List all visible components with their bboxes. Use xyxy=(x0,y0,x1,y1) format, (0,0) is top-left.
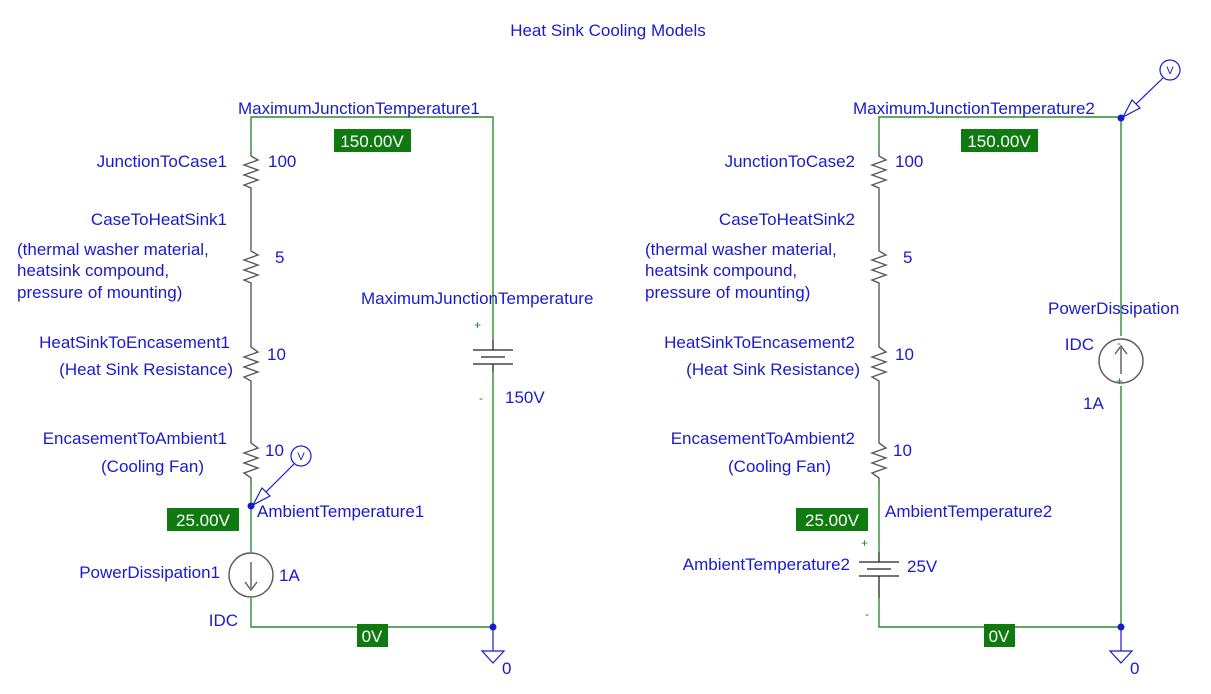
source-name-2: PowerDissipation xyxy=(1048,299,1179,318)
r3-name-1: HeatSinkToEncasement1 xyxy=(39,333,230,352)
probe-stem-2 xyxy=(1135,77,1164,105)
wire-top-2 xyxy=(878,116,1122,336)
r4-value-2: 10 xyxy=(893,441,912,460)
current-source-2 xyxy=(1098,338,1144,384)
source-value-2: 1A xyxy=(1083,394,1104,413)
r4-name-1: EncasementToAmbient1 xyxy=(43,429,227,448)
ambient-voltage-text-2: 25.00V xyxy=(805,511,860,530)
top-voltage-tag-2 xyxy=(961,129,1038,152)
ambient-node-label-2: AmbientTemperature2 xyxy=(885,502,1052,521)
down-arrow-icon xyxy=(244,581,258,592)
circuit-2: JunctionToCase2 100 CaseToHeatSink2 (the… xyxy=(645,59,1181,678)
source-plus-2: - xyxy=(1117,336,1121,350)
r4-note-1: (Cooling Fan) xyxy=(101,457,204,476)
resistor-encasement-to-ambient-1 xyxy=(241,438,261,485)
r2-note-line-1-2: (thermal washer material, xyxy=(645,240,837,259)
battery-name-1: MaximumJunctionTemperature xyxy=(361,289,593,308)
r3-note-1: (Heat Sink Resistance) xyxy=(59,360,233,379)
r2-note-line-2-2: heatsink compound, xyxy=(645,261,797,280)
source-name-1: PowerDissipation1 xyxy=(79,563,220,582)
bottom-voltage-tag-1 xyxy=(357,624,388,647)
r2-note-line-3: pressure of mounting) xyxy=(17,283,182,302)
wire-top-1 xyxy=(250,116,494,340)
probe-circle-1 xyxy=(290,445,312,467)
r3-name-2: HeatSinkToEncasement2 xyxy=(664,333,855,352)
ambient-voltage-tag-1 xyxy=(167,508,239,531)
probe-stem-1 xyxy=(265,463,295,493)
probe-tip-2 xyxy=(1121,99,1141,119)
r2-note-line-3-2: pressure of mounting) xyxy=(645,283,810,302)
up-arrow-icon xyxy=(1114,344,1128,355)
top-voltage-tag-1 xyxy=(334,129,411,152)
r4-name-2: EncasementToAmbient2 xyxy=(671,429,855,448)
r2-value-2: 5 xyxy=(903,248,912,267)
battery-minus-1: - xyxy=(479,391,483,405)
ambient-voltage-tag-2 xyxy=(796,508,868,531)
ambient-node-label-1: AmbientTemperature1 xyxy=(257,502,424,521)
ground-icon xyxy=(1108,650,1134,664)
r1-name-2: JunctionToCase2 xyxy=(725,152,855,171)
probe-label-2: V xyxy=(1166,65,1174,77)
voltage-probe-2[interactable]: V xyxy=(1121,59,1181,119)
source-circle-1 xyxy=(228,552,274,598)
r1-name-1: JunctionToCase1 xyxy=(97,152,227,171)
ground-label-2: 0 xyxy=(1130,659,1139,678)
r3-value-1: 10 xyxy=(267,345,286,364)
top-voltage-text-1: 150.00V xyxy=(340,132,404,151)
battery-value-2: 25V xyxy=(907,557,938,576)
ambient-voltage-text-1: 25.00V xyxy=(176,511,231,530)
probe-circle-2 xyxy=(1159,59,1181,81)
resistor-junction-to-case-1 xyxy=(241,151,261,193)
source-value-1: 1A xyxy=(279,566,300,585)
battery-minus-2: - xyxy=(865,607,869,621)
source-minus-2: + xyxy=(1116,374,1123,388)
battery-name-2: AmbientTemperature2 xyxy=(683,555,850,574)
battery-plus-2: + xyxy=(861,536,868,550)
top-voltage-text-2: 150.00V xyxy=(967,132,1031,151)
diagram-title: Heat Sink Cooling Models xyxy=(510,21,706,40)
probe-label-1: V xyxy=(297,451,305,463)
wire-bottom-1 xyxy=(250,598,493,628)
r2-note-line-2: heatsink compound, xyxy=(17,261,169,280)
bottom-voltage-text-2: 0V xyxy=(989,627,1010,646)
circuit-1: JunctionToCase1 100 CaseToHeatSink1 (the… xyxy=(17,99,593,678)
resistor-heatsink-to-encasement-2 xyxy=(869,342,889,386)
wire-bottom-2 xyxy=(878,598,1121,628)
r1-value-1: 100 xyxy=(268,152,296,171)
top-node-label-2: MaximumJunctionTemperature2 xyxy=(853,99,1095,118)
r3-value-2: 10 xyxy=(895,345,914,364)
r1-value-2: 100 xyxy=(895,152,923,171)
resistor-heatsink-to-encasement-1 xyxy=(241,342,261,386)
ground-icon xyxy=(480,650,506,664)
voltage-probe-1[interactable]: V xyxy=(251,445,312,507)
top-node-label-1: MaximumJunctionTemperature1 xyxy=(238,99,480,118)
probe-tip-1 xyxy=(251,487,271,507)
r2-note-line-1: (thermal washer material, xyxy=(17,240,209,259)
bottom-voltage-text-1: 0V xyxy=(362,627,383,646)
resistor-encasement-to-ambient-2 xyxy=(869,438,889,485)
battery-plus-1: + xyxy=(474,318,481,332)
current-source-1 xyxy=(228,552,274,598)
r3-note-2: (Heat Sink Resistance) xyxy=(686,360,860,379)
source-type-2: IDC xyxy=(1065,335,1094,354)
resistor-junction-to-case-2 xyxy=(869,151,889,193)
r4-value-1: 10 xyxy=(265,441,284,460)
resistor-case-to-heatsink-1 xyxy=(241,246,261,288)
resistor-case-to-heatsink-2 xyxy=(869,246,889,288)
source-type-1: IDC xyxy=(209,611,238,630)
ground-label-1: 0 xyxy=(502,659,511,678)
battery-value-1: 150V xyxy=(505,388,545,407)
bottom-voltage-tag-2 xyxy=(984,624,1015,647)
source-circle-2 xyxy=(1098,338,1144,384)
r4-note-2: (Cooling Fan) xyxy=(728,457,831,476)
r2-name-2: CaseToHeatSink2 xyxy=(719,210,855,229)
r2-value-1: 5 xyxy=(275,248,284,267)
r2-name-1: CaseToHeatSink1 xyxy=(91,210,227,229)
